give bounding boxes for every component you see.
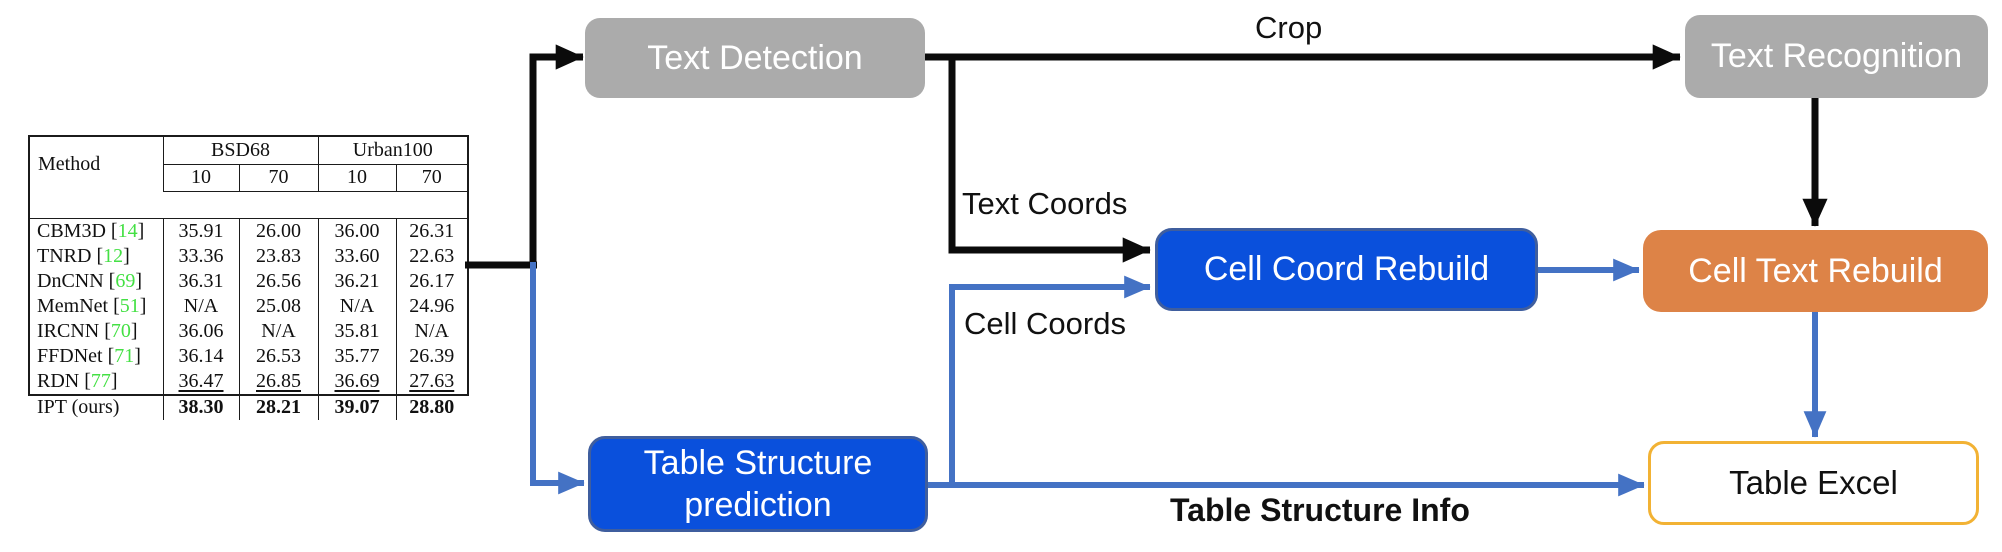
- col-header-bsd68: BSD68: [162, 137, 318, 165]
- text-recognition-box: Text Recognition: [1685, 15, 1988, 98]
- value-cell: 36.31: [162, 268, 239, 294]
- table-structure-prediction-box: Table Structure prediction: [588, 436, 928, 532]
- citation-number: 77: [90, 369, 111, 392]
- table-subheader-row: 10 70 10 70: [30, 164, 467, 192]
- value-cell: N/A: [162, 293, 239, 319]
- table-excel-box: Table Excel: [1648, 441, 1979, 525]
- value-cell: 35.77: [317, 343, 396, 369]
- method-cell: DnCNN [69]: [37, 269, 143, 292]
- col-header-urban100: Urban100: [317, 137, 467, 165]
- value-cell: 27.63: [395, 368, 467, 394]
- cell-text-rebuild-box: Cell Text Rebuild: [1643, 230, 1988, 312]
- value-cell: 36.47: [162, 368, 239, 394]
- value-cell: 26.39: [395, 343, 467, 369]
- value-cell: 36.06: [162, 318, 239, 344]
- value-cell: N/A: [317, 293, 396, 319]
- value-cell: 26.53: [238, 343, 318, 369]
- citation-number: 70: [110, 319, 131, 342]
- value-cell: 38.30: [162, 393, 239, 420]
- col-header-sigma: 70: [395, 164, 467, 192]
- citation-number: 12: [103, 244, 124, 267]
- cell-coord-rebuild-box: Cell Coord Rebuild: [1155, 228, 1538, 311]
- value-cell: 28.21: [238, 393, 318, 420]
- method-cell: CBM3D [14]: [37, 219, 145, 242]
- cell-coords-label: Cell Coords: [964, 306, 1126, 341]
- col-header-sigma: 10: [317, 164, 396, 192]
- value-cell: 36.21: [317, 268, 396, 294]
- value-cell: 26.56: [238, 268, 318, 294]
- method-cell: FFDNet [71]: [37, 344, 141, 367]
- results-table: Method BSD68 Urban100 10 70 10 70 CBM3D …: [30, 137, 467, 420]
- crop-label: Crop: [1255, 10, 1323, 45]
- citation-number: 14: [117, 219, 138, 242]
- citation-number: 51: [119, 294, 140, 317]
- method-cell: IPT (ours): [30, 393, 163, 420]
- method-cell: RDN [77]: [37, 369, 118, 392]
- value-cell: 25.08: [238, 293, 318, 319]
- col-header-sigma: 10: [162, 164, 239, 192]
- value-cell: 26.00: [238, 218, 318, 244]
- method-cell: MemNet [51]: [37, 294, 147, 317]
- arrow-text-coords: [948, 54, 1151, 263]
- citation-number: 71: [114, 344, 135, 367]
- col-header-sigma: 70: [238, 164, 318, 192]
- method-cell: TNRD [12]: [37, 244, 130, 267]
- value-cell: 36.00: [317, 218, 396, 244]
- value-cell: 36.14: [162, 343, 239, 369]
- value-cell: 24.96: [395, 293, 467, 319]
- text-detection-box: Text Detection: [585, 18, 925, 98]
- value-cell: 28.80: [395, 393, 467, 420]
- col-header-method: Method: [38, 152, 101, 175]
- value-cell: 33.60: [317, 243, 396, 269]
- arrow-junction-to-table-structure: [530, 262, 585, 495]
- arrow-junction-to-text-detection: [529, 44, 584, 262]
- value-cell: N/A: [395, 318, 467, 344]
- method-cell: IRCNN [70]: [37, 319, 138, 342]
- arrow-cell-coords: [949, 275, 1151, 487]
- value-cell: 26.85: [238, 368, 318, 394]
- citation-number: 69: [115, 269, 136, 292]
- value-cell: 35.81: [317, 318, 396, 344]
- double-rule-spacer: [30, 191, 467, 219]
- input-table-image: Method BSD68 Urban100 10 70 10 70 CBM3D …: [28, 135, 469, 420]
- text-coords-label: Text Coords: [962, 186, 1128, 221]
- value-cell: 39.07: [317, 393, 396, 420]
- value-cell: 35.91: [162, 218, 239, 244]
- value-cell: 36.69: [317, 368, 396, 394]
- value-cell: 33.36: [162, 243, 239, 269]
- table-structure-info-label: Table Structure Info: [1170, 492, 1470, 528]
- value-cell: 26.31: [395, 218, 467, 244]
- table-header-row: Method BSD68 Urban100: [30, 137, 467, 175]
- value-cell: 22.63: [395, 243, 467, 269]
- value-cell: N/A: [238, 318, 318, 344]
- value-cell: 26.17: [395, 268, 467, 294]
- value-cell: 23.83: [238, 243, 318, 269]
